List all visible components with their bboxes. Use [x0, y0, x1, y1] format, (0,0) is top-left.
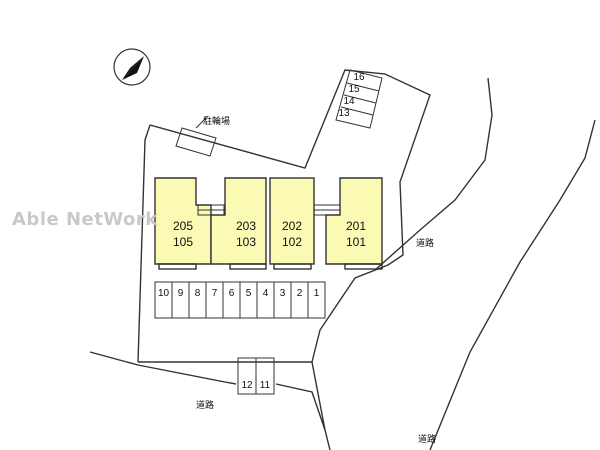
parking-area-top: [335, 69, 383, 129]
building-202-102: [269, 177, 315, 265]
parking-slot-label: 16: [353, 72, 365, 83]
parking-slot-label: 14: [343, 96, 355, 107]
parking-slot-label: 12: [241, 380, 253, 391]
parking-slot-label: 13: [338, 108, 350, 119]
unit-label-lower: 103: [236, 235, 256, 249]
bicycle-parking-label: 駐輪場: [203, 115, 230, 127]
unit-label-upper: 202: [282, 219, 302, 233]
parking-slot-label: 8: [195, 288, 201, 299]
parking-slot-label: 9: [178, 288, 184, 299]
parking-slot-label: 15: [348, 84, 360, 95]
balcony-203: [229, 263, 267, 270]
parking-slot-label: 1: [314, 288, 320, 299]
north-arrow-icon: [113, 48, 151, 86]
parking-slot-label: 6: [229, 288, 235, 299]
unit-label-upper: 201: [346, 219, 366, 233]
parking-slot-label: 3: [280, 288, 286, 299]
buildings: [154, 177, 383, 270]
unit-label-upper: 205: [173, 219, 193, 233]
road-label-south: 道路: [196, 399, 214, 411]
unit-label-lower: 101: [346, 235, 366, 249]
site-boundary: [137, 69, 431, 363]
parking-slot-label: 5: [246, 288, 252, 299]
parking-slot-label: 2: [297, 288, 303, 299]
watermark: Able NetWork: [12, 209, 158, 230]
parking-slot-label: 4: [263, 288, 269, 299]
unit-label-upper: 203: [236, 219, 256, 233]
unit-label-lower: 105: [173, 235, 193, 249]
balcony-205: [158, 263, 197, 270]
road-label-east: 道路: [416, 237, 434, 249]
road-south: [89, 351, 326, 431]
parking-slot-label: 11: [260, 380, 271, 391]
unit-label-lower: 102: [282, 235, 302, 249]
parking-slot-label: 10: [158, 288, 170, 299]
road-label-southeast: 道路: [418, 433, 436, 445]
balcony-201: [344, 263, 383, 270]
parking-slot-label: 7: [212, 288, 218, 299]
building-203-103: [210, 177, 267, 265]
parking-area-bottom: [237, 357, 275, 395]
balcony-202: [273, 263, 312, 270]
bicycle-parking: [175, 115, 217, 157]
